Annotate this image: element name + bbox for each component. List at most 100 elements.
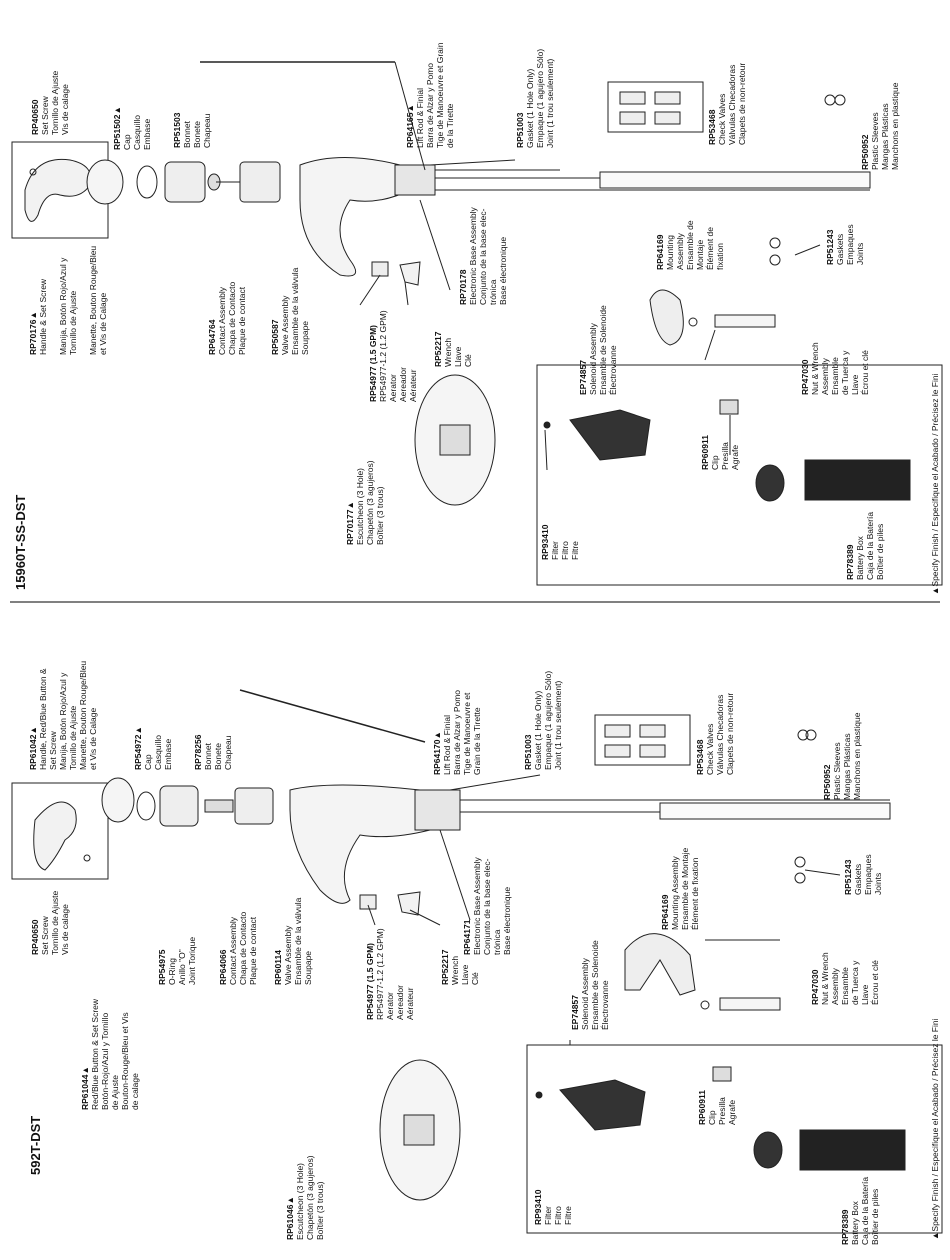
lift-rod-icon-bottom (239, 689, 426, 743)
solenoid-box (536, 364, 943, 586)
part-description-line: Vis de calage (60, 84, 70, 135)
part-description-line: Tornillo de Ajuste (68, 705, 78, 770)
ring-icon (136, 165, 158, 199)
part-description-line: Presilla (717, 1097, 727, 1125)
part-label-t-rp70177: RP70177▲Escutcheon (3 Hole)Chapetón (3 a… (345, 460, 385, 545)
part-description-line: Embase (142, 118, 152, 150)
part-number: RP54977 (1.5 GPM) (368, 324, 378, 402)
part-description-line: Battery Box (850, 1201, 860, 1245)
part-description-line: Assembly (820, 358, 830, 395)
part-label-t-rp70176: RP70176▲Handle & Set Screw Manija, Botón… (28, 246, 108, 355)
part-number: RP53468 (695, 739, 705, 775)
part-description-line: Plaque de contact (248, 916, 258, 985)
handle-detail-box-bottom (11, 782, 109, 880)
part-description-line: Soupape (303, 950, 313, 985)
part-description-line: Clip (710, 455, 720, 470)
part-description-line: Valve Assembly (280, 295, 290, 355)
part-description-line: de la Tirette (445, 103, 455, 148)
part-description-line: Gaskets (853, 863, 863, 895)
part-description-line: Bonete (192, 121, 202, 148)
part-description-line: Boîtier de piles (875, 523, 885, 580)
part-description-line: Embase (163, 738, 173, 770)
part-number: RP51502▲ (112, 106, 122, 150)
part-description-line: Ensamble (830, 357, 840, 395)
part-description-line: Chapa de Contacto (227, 281, 237, 355)
clip-icon-bottom (712, 1066, 732, 1082)
part-description-line: Tornillo de Ajuste (68, 290, 78, 355)
part-description-line: Caja de la Batería (860, 1176, 870, 1245)
part-description-line: Wrench (450, 955, 460, 985)
set-screw-icon (29, 168, 37, 176)
part-description-line: Ensamble de Solenoide (590, 940, 600, 1030)
part-description-line: Bonete (213, 743, 223, 770)
part-description-line: de Tuerca y (850, 960, 860, 1005)
faucet-body-icon (299, 157, 411, 277)
part-description-line: Joints (855, 242, 865, 265)
part-description-line: Plastic Sleeves (832, 742, 842, 800)
part-description-line: Gasket (1 Hole Only) (525, 68, 535, 148)
part-description-line: Filter (543, 1206, 553, 1225)
part-number: EP74857 (578, 360, 588, 395)
part-description-line: Electronic Base Assembly (468, 207, 478, 305)
part-number: RP50952 (860, 134, 870, 170)
part-description-line: Llave (453, 346, 463, 367)
valve-icon (239, 161, 281, 203)
part-description-line: Escutcheon (3 Hole) (355, 467, 365, 545)
part-description-line: Empaque (1 agujero Sólo) (543, 670, 553, 770)
part-description-line: Battery Box (855, 536, 865, 580)
part-number: RP47030 (800, 359, 810, 395)
part-description-line: Gasket (1 Hole Only) (533, 690, 543, 770)
part-description-line: Set Screw (40, 916, 50, 955)
part-description-line: Grain de la Tirette (472, 707, 482, 775)
part-description-line: Lift Rod & Finial (442, 715, 452, 775)
battery-box-icon (804, 459, 911, 501)
part-number: RP60911 (697, 1090, 707, 1125)
part-description-line: Joint (1 trou seulement) (553, 680, 563, 770)
part-description-line: Base électronique (498, 236, 508, 305)
part-description-line: Boîtier (3 trous) (315, 1181, 325, 1240)
part-description-line: Plaque de contact (237, 286, 247, 355)
part-number: RP52217 (433, 331, 443, 367)
part-description-line: Chapetón (3 agujeros) (305, 1155, 315, 1240)
part-description-line: Électrovanne (600, 980, 610, 1030)
part-description-line: Filtro (560, 541, 570, 560)
part-description-line: Tornillo de Ajuste (50, 70, 60, 135)
part-description-line: Check Valves (717, 93, 727, 145)
part-description-line: Chapeau (202, 113, 212, 148)
part-description-line (48, 246, 58, 355)
part-number: RP52217 (440, 949, 450, 985)
part-number: RP64169 (655, 234, 665, 270)
part-description-line: Joint (1 trou seulement) (545, 58, 555, 148)
part-description-line: Joints (873, 872, 883, 895)
finish-note-bottom: ▲Specify Finish / Especifique el Acabado… (930, 1018, 940, 1241)
part-description-line: Empaques (863, 854, 873, 895)
part-description-line: Agrafe (730, 444, 740, 470)
solenoid-box-bottom (526, 1044, 943, 1234)
part-description-line: Manette, Bouton Rouge/Bleu (78, 660, 88, 770)
part-description-line: Lift Rod & Finial (415, 88, 425, 148)
part-description-line: Aerator (385, 992, 395, 1020)
part-description-line: Caja de la Batería (865, 511, 875, 580)
part-number: RP64764 (207, 319, 217, 355)
valve-icon-bottom (234, 787, 274, 825)
part-description-line: Manija, Botón Rojo/Azul y (58, 257, 68, 355)
part-number: RP51503 (172, 112, 182, 148)
part-description-line: Assembly (675, 233, 685, 270)
part-description-line: Handle, Red/Blue Button & (38, 668, 48, 770)
part-description-line: de Ajuste (110, 1075, 120, 1110)
sleeve-icon (824, 94, 836, 106)
